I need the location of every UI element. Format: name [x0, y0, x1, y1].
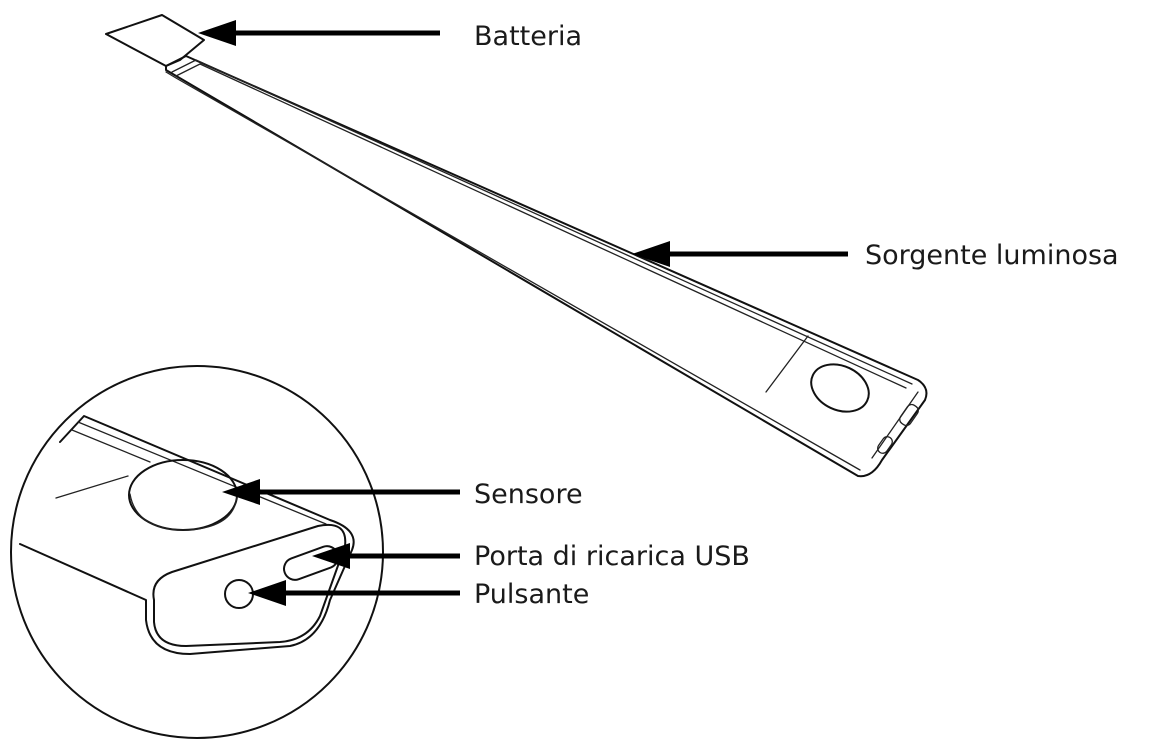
label-light-source: Sorgente luminosa	[865, 240, 1119, 271]
light-bar	[105, 14, 928, 478]
detail-magnifier	[10, 365, 384, 739]
label-button: Pulsante	[474, 579, 589, 610]
sensor-dome-small	[810, 363, 870, 413]
arrow-usb-port	[312, 543, 460, 569]
arrow-sensor	[222, 479, 460, 505]
label-usb-port: Porta di ricarica USB	[474, 541, 750, 572]
usb-port	[283, 545, 339, 581]
arrow-battery	[198, 20, 440, 46]
arrow-button	[248, 580, 460, 606]
arrow-light-source	[632, 241, 848, 267]
label-sensor: Sensore	[474, 479, 583, 510]
label-battery: Batteria	[474, 21, 582, 52]
push-button	[224, 579, 254, 609]
